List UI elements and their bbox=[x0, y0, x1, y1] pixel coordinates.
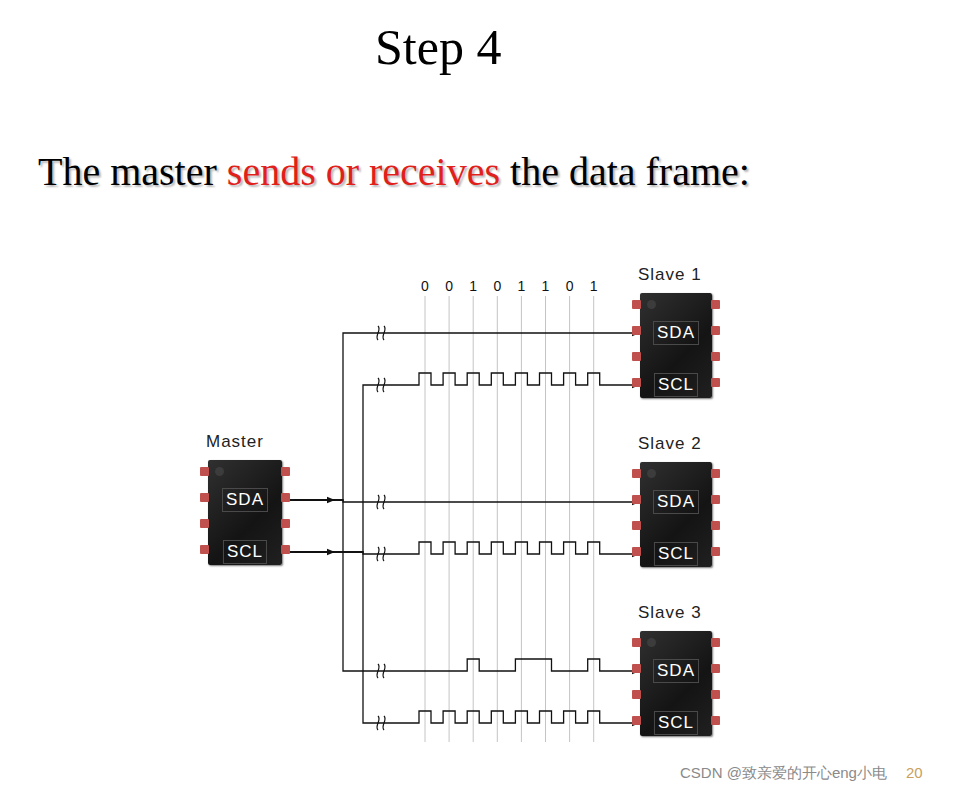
bit-value: 0 bbox=[493, 278, 501, 294]
chip-pin bbox=[711, 547, 720, 556]
chip-pin bbox=[200, 493, 209, 502]
grid-line bbox=[497, 296, 498, 742]
subtitle: The mastersends or receivesthe data fram… bbox=[38, 148, 760, 195]
chip-pin bbox=[711, 664, 720, 673]
page-number: 20 bbox=[906, 764, 923, 781]
master-arrows bbox=[294, 500, 335, 552]
chip-pin bbox=[632, 690, 641, 699]
grid-line bbox=[569, 296, 570, 742]
grid-line bbox=[425, 296, 426, 742]
chip-pin bbox=[632, 352, 641, 361]
chip-name: Slave 1 bbox=[638, 265, 702, 285]
chip-pin bbox=[711, 495, 720, 504]
grid-line bbox=[449, 296, 450, 742]
chip-pin bbox=[281, 519, 290, 528]
ic-chip: MasterSDASCL bbox=[208, 460, 282, 565]
chip-notch bbox=[647, 300, 656, 309]
chip-notch bbox=[215, 467, 224, 476]
chip-pin bbox=[711, 300, 720, 309]
bit-value: 0 bbox=[421, 278, 429, 294]
pin-name: SDA bbox=[222, 488, 268, 512]
chip-pin bbox=[632, 378, 641, 387]
watermark: CSDN @致亲爱的开心eng小电 bbox=[680, 764, 887, 783]
chip-pin bbox=[711, 638, 720, 647]
pin-name: SCL bbox=[654, 542, 698, 566]
grid-line bbox=[545, 296, 546, 742]
signal-wire bbox=[282, 373, 640, 552]
chip-pin bbox=[711, 690, 720, 699]
chip-pin bbox=[200, 519, 209, 528]
ic-chip: Slave 1SDASCL bbox=[640, 293, 712, 398]
chip-notch bbox=[647, 469, 656, 478]
chip-notch bbox=[647, 638, 656, 647]
bit-value: 1 bbox=[590, 278, 598, 294]
line-breaks bbox=[376, 325, 388, 731]
chip-name: Slave 3 bbox=[638, 603, 702, 623]
bit-value: 0 bbox=[566, 278, 574, 294]
chip-pin bbox=[632, 664, 641, 673]
chip-pin bbox=[281, 493, 290, 502]
chip-name: Slave 2 bbox=[638, 434, 702, 454]
bit-value: 1 bbox=[469, 278, 477, 294]
signal-wire bbox=[282, 552, 640, 723]
chip-pin bbox=[632, 326, 641, 335]
pin-name: SCL bbox=[654, 711, 698, 735]
pin-name: SCL bbox=[223, 540, 267, 564]
chip-pin bbox=[632, 521, 641, 530]
pin-name: SDA bbox=[653, 490, 699, 514]
pin-name: SCL bbox=[654, 373, 698, 397]
chip-pin bbox=[711, 469, 720, 478]
chip-pin bbox=[200, 467, 209, 476]
pin-name: SDA bbox=[653, 321, 699, 345]
chip-pin bbox=[711, 378, 720, 387]
chip-pin bbox=[711, 352, 720, 361]
chip-pin bbox=[200, 545, 209, 554]
chip-name: Master bbox=[206, 432, 264, 452]
grid-line bbox=[473, 296, 474, 742]
grid-line bbox=[521, 296, 522, 742]
subtitle-part: The master bbox=[38, 148, 217, 195]
bit-value: 0 bbox=[445, 278, 453, 294]
chip-pin bbox=[711, 521, 720, 530]
ic-chip: Slave 3SDASCL bbox=[640, 631, 712, 736]
chip-pin bbox=[632, 469, 641, 478]
chip-pin bbox=[632, 716, 641, 725]
pin-name: SDA bbox=[653, 659, 699, 683]
grid-line bbox=[593, 296, 594, 742]
bit-value: 1 bbox=[542, 278, 550, 294]
ic-chip: Slave 2SDASCL bbox=[640, 462, 712, 567]
chip-pin bbox=[632, 300, 641, 309]
chip-pin bbox=[711, 716, 720, 725]
chip-pin bbox=[632, 495, 641, 504]
slide-title: Step 4 bbox=[375, 18, 501, 76]
subtitle-part: the data frame: bbox=[510, 148, 750, 195]
bit-grid bbox=[425, 296, 594, 742]
chip-pin bbox=[281, 467, 290, 476]
bit-value: 1 bbox=[517, 278, 525, 294]
chip-pin bbox=[281, 545, 290, 554]
subtitle-part: sends or receives bbox=[227, 148, 500, 195]
chip-pin bbox=[711, 326, 720, 335]
chip-pin bbox=[632, 547, 641, 556]
connectors bbox=[282, 333, 640, 723]
signal-wire bbox=[282, 500, 640, 671]
chip-pin bbox=[632, 638, 641, 647]
signal-wire bbox=[282, 333, 640, 500]
